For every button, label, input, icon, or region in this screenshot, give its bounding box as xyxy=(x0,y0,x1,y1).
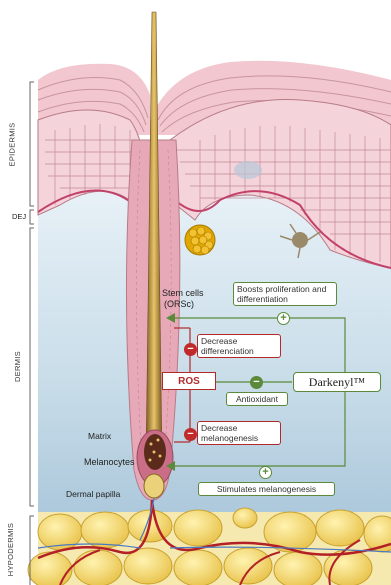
label-orsc: (ORSc) xyxy=(164,299,194,309)
minus-icon-melanogenesis: − xyxy=(184,428,197,441)
label-melanocytes: Melanocytes xyxy=(84,457,135,467)
label-stem-cells: Stem cells xyxy=(162,288,204,298)
minus-icon-antioxidant: − xyxy=(250,376,263,389)
box-decrease-melanogenesis: Decrease melanogenesis xyxy=(197,421,281,445)
label-matrix: Matrix xyxy=(88,431,111,441)
plus-icon-stimulates: + xyxy=(259,466,272,479)
minus-icon-differentiation: − xyxy=(184,343,197,356)
ros-box: ROS xyxy=(162,372,216,390)
epidermal-melanocyte xyxy=(292,232,308,248)
layer-brackets xyxy=(30,82,34,585)
box-boosts-proliferation: Boosts proliferation and differentiation xyxy=(233,282,337,306)
box-stimulates-melanogenesis: Stimulates melanogenesis xyxy=(198,482,335,496)
box-decrease-differentiation: Decrease differenciation xyxy=(197,334,281,358)
plus-icon-boosts: + xyxy=(277,312,290,325)
layer-label-hypodermis: HYPODERMIS xyxy=(6,523,15,576)
layer-label-epidermis: EPIDERMIS xyxy=(7,123,16,167)
darkenyl-box: Darkenyl™ xyxy=(293,372,381,392)
sebaceous-gland xyxy=(185,225,215,255)
box-antioxidant: Antioxidant xyxy=(226,392,288,406)
layer-label-dej: DEJ xyxy=(12,212,26,221)
dermal-papilla xyxy=(144,474,164,498)
layer-label-dermis: DERMIS xyxy=(13,351,22,382)
label-dermal-papilla: Dermal papilla xyxy=(66,489,120,499)
